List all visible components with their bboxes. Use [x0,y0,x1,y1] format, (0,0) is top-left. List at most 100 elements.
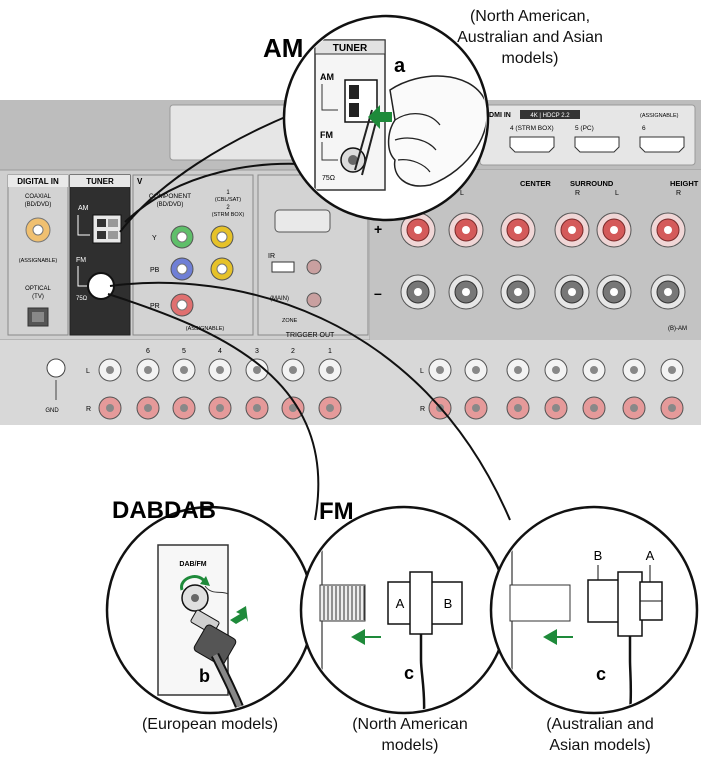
coaxial-label: COAXIAL [25,194,52,200]
dab-insert-arrow-icon [230,606,248,624]
speaker-terminals: L CENTER SURROUND R L HEIGHT R (B)-AM + … [374,179,699,332]
input-num-1: 1 [328,348,332,355]
dab-zoom-callout: DAB/FM DABDAB b [105,497,315,715]
component-video-block: V COMPONENT (BD/DVD) 1 (CBL/SAT) 2 (STRM… [132,174,254,336]
assignable-label: (ASSIGNABLE) [19,258,58,264]
cbl-sat-num: 1 [226,190,230,196]
input-num-2: 2 [291,348,295,355]
am-panel-label: AM [78,205,89,212]
hdmi-port-4[interactable] [509,136,555,153]
surround-label: SURROUND [570,179,614,188]
dab-plug [190,609,250,711]
fm-ohm-label: 75Ω [76,296,88,302]
fm-insert-arrow-icon [351,629,381,645]
cbl-sat-label: (CBL/SAT) [215,197,241,203]
height-label: HEIGHT [670,179,699,188]
tuner-block: TUNER AM FM 75Ω [69,174,131,336]
fm-plug-a-label: A [396,596,405,611]
rs232-port[interactable] [274,209,331,233]
caption-australian-asian: (Australian and Asian models) [546,716,654,754]
hdmi-in-block: HDMI IN 4K | HDCP 2.2 (ASSIGNABLE) 4 (ST… [484,110,685,153]
hdmi-in-label: HDMI IN [484,112,511,119]
hdmi-4-label: 4 (STRM BOX) [510,125,554,132]
asian-plug-b-label: B [594,548,603,563]
trigger-jack[interactable] [306,292,322,308]
zoom-green-arrow-icon [368,105,392,129]
zone-b-label: (B)-AM [668,326,687,332]
fm-zoom-callout-au: B A c [489,505,699,715]
caption-north-american: (North American models) [352,716,468,754]
dab-heading: DABDAB [112,497,216,524]
svg-text:–: – [374,285,382,301]
front-l-label: L [460,190,464,197]
dab-socket-label: DAB/FM [179,561,206,568]
fm-zoom-callout-na: A B FM c [299,498,509,715]
zoom-tuner-label: TUNER [333,43,368,54]
center-label: CENTER [520,179,551,188]
height-r-label: R [676,190,681,197]
fm-plug-na: A B [387,571,463,711]
row-l-label: L [86,368,90,375]
fm-jack-smooth [509,584,571,622]
input-num-5: 5 [182,348,186,355]
dab-rotate-arrow-icon [200,576,210,586]
tuner-panel-label: TUNER [86,177,114,186]
optical-sub-label: (TV) [32,294,44,300]
ir-port[interactable] [271,261,295,273]
callout-label-c1: c [404,663,414,683]
fm-plug-au: B A [587,548,663,711]
callout-label-b: b [199,666,210,686]
surround-l-label: L [615,190,619,197]
main-label: (MAIN) [270,296,289,302]
top-region-note: (North American, Australian and Asian mo… [457,8,603,67]
hdmi-port-5[interactable] [574,136,620,153]
row-r-label: R [86,406,91,413]
gnd-screw [46,358,66,378]
gnd-label: GND [45,408,59,414]
fm-plug-b-label: B [444,596,453,611]
hdmi-badge-label: 4K | HDCP 2.2 [530,113,570,119]
hdmi-6-label: 6 [642,125,646,132]
optical-label: OPTICAL [25,286,51,292]
component-sub-label: (BD/DVD) [157,202,184,208]
zoom-fm-label: FM [320,130,333,140]
zoom-ohm-label: 75Ω [322,175,335,182]
zone-label: ZONE [282,318,298,324]
video-label: V [137,177,143,186]
surround-r-label: R [575,190,580,197]
trigger-out-label: TRIGGER OUT [286,332,335,339]
ir-label: IR [268,253,275,260]
strm-box-label: (STRM BOX) [212,212,245,218]
input-num-4: 4 [218,348,222,355]
coaxial-sub-label: (BD/DVD) [25,202,52,208]
asian-plug-a-label: A [646,548,655,563]
caption-european: (European models) [141,716,279,733]
digital-in-block: DIGITAL IN COAXIAL (BD/DVD) (ASSIGNABLE)… [7,174,69,336]
component-label: COMPONENT [149,193,191,200]
negative-speaker-posts [400,274,686,310]
input-num-6: 6 [146,348,150,355]
input-num-3: 3 [255,348,259,355]
sub-r-label: R [420,406,425,413]
callout-label-c2: c [596,664,606,684]
ir-jack[interactable] [306,259,322,275]
hdmi-assignable-label: (ASSIGNABLE) [640,113,679,119]
pr-label: PR [150,303,160,310]
y-label: Y [152,235,157,242]
positive-speaker-posts [400,212,686,248]
svg-text:+: + [374,221,382,237]
hdmi-5-label: 5 (PC) [575,125,594,132]
sub-l-label: L [420,368,424,375]
am-heading: AM [263,33,303,63]
hdmi-port-6[interactable] [639,136,685,153]
assignable2-label: (ASSIGNABLE) [186,326,225,332]
strm-box-num: 2 [226,205,230,211]
pb-label: PB [150,267,160,274]
digital-in-label: DIGITAL IN [17,177,59,186]
am-zoom-callout: TUNER AM FM 75Ω AM a [263,14,490,222]
fm-heading: FM [319,498,354,525]
callout-label-a: a [394,55,406,77]
zoom-am-label: AM [320,72,334,82]
fm-jack-threaded [319,584,366,622]
